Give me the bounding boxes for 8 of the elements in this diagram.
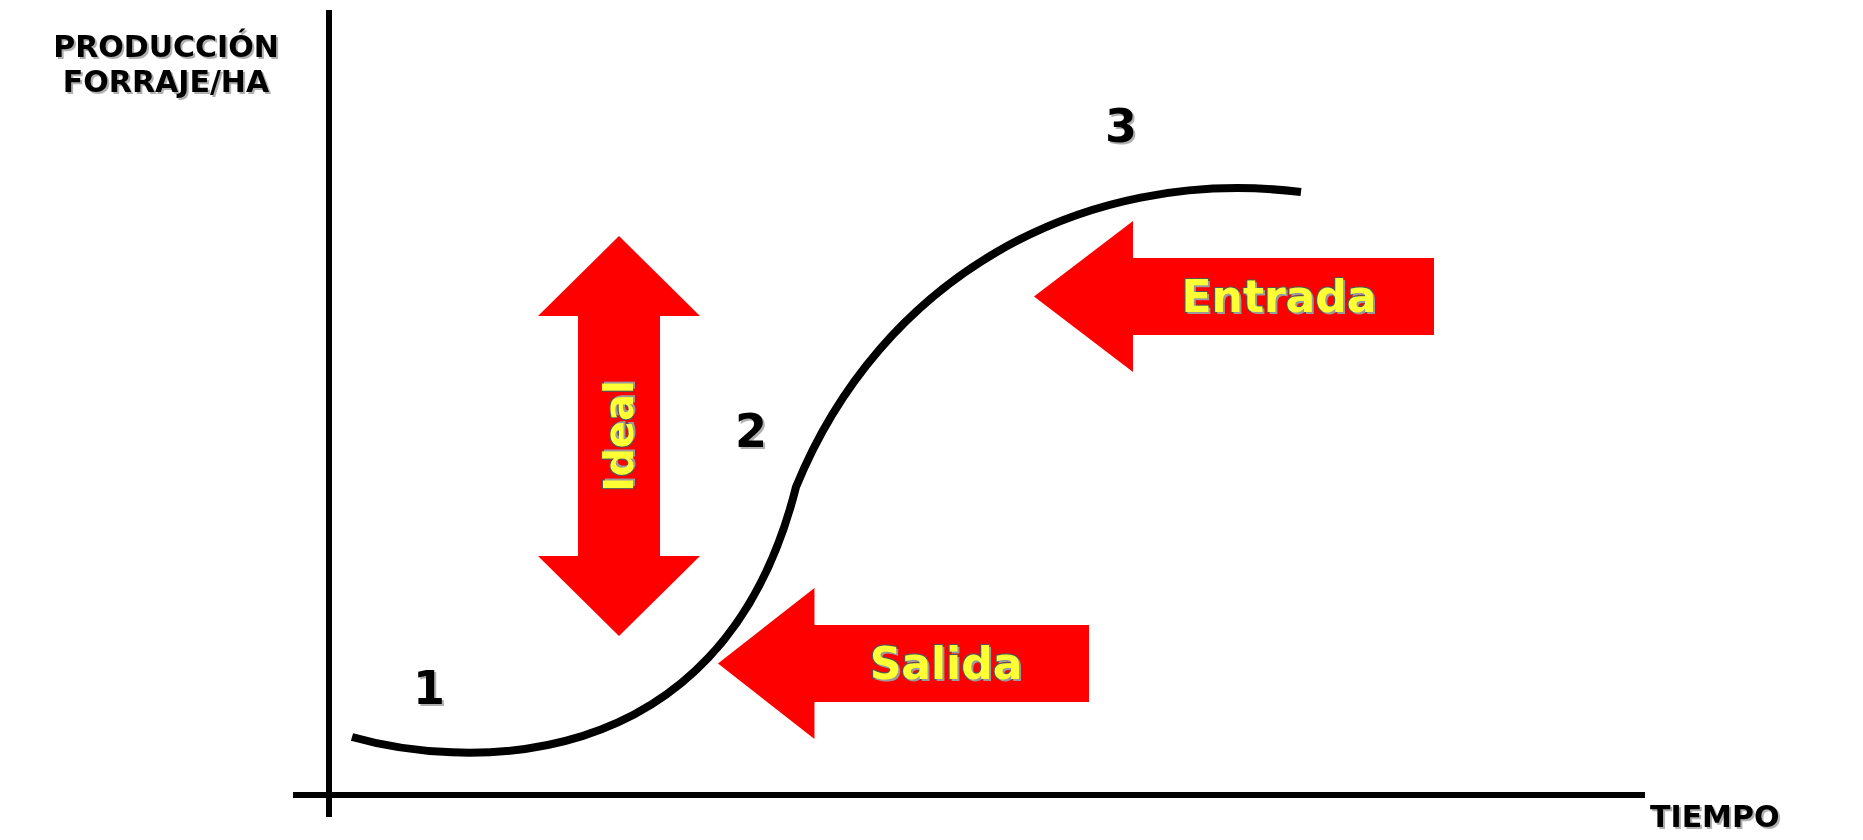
arrow-label: Entrada xyxy=(1181,271,1377,322)
stage-number: 1 xyxy=(413,662,445,715)
axis-title: PRODUCCIÓN FORRAJE/HA xyxy=(52,30,280,99)
stage-number: 2 xyxy=(735,405,767,458)
axis-title: TIEMPO xyxy=(1650,800,1780,835)
arrow-label: Ideal xyxy=(596,380,642,492)
stage-number: 3 xyxy=(1105,100,1137,153)
arrow-label: Salida xyxy=(869,638,1023,689)
